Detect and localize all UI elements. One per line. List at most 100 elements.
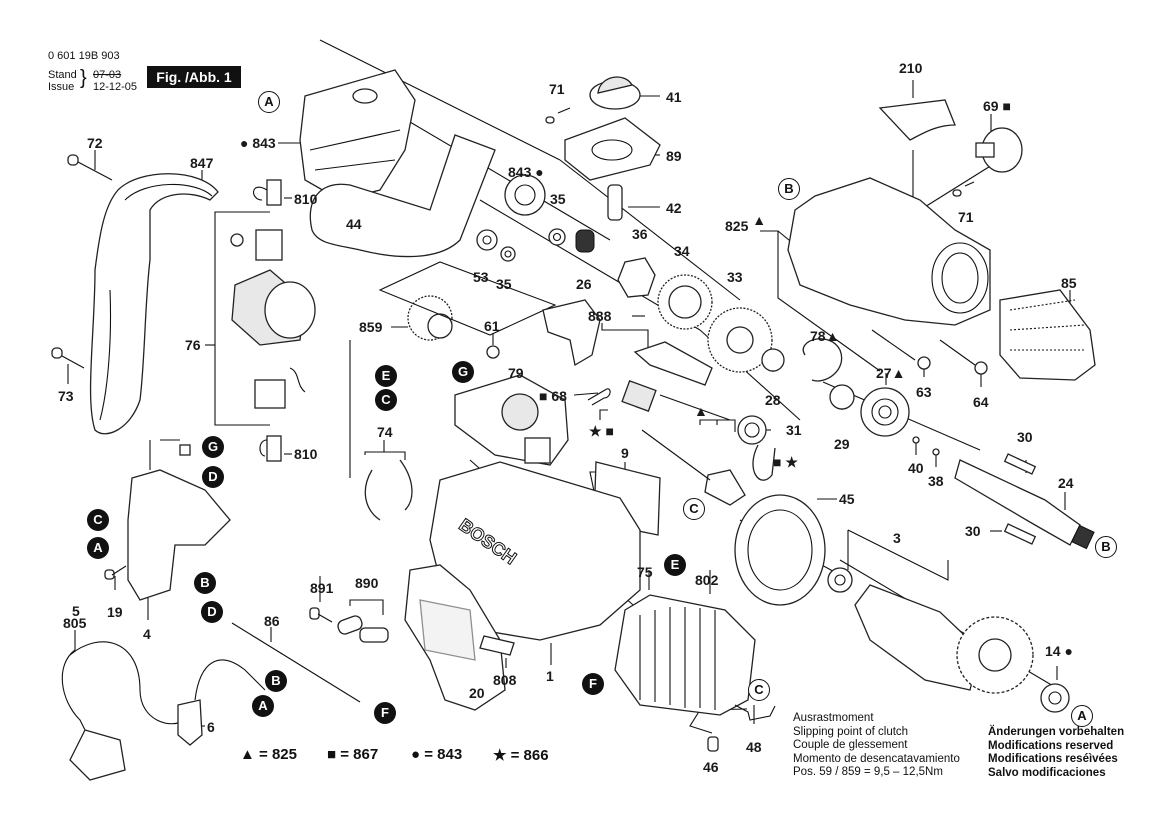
clutch-note-de: Ausrastmoment: [793, 712, 874, 724]
part-label-30-top: 30: [1017, 429, 1033, 445]
part-label-35-b: 35: [550, 191, 566, 207]
part-label-89: 89: [666, 148, 682, 164]
ring-28: [761, 348, 785, 372]
connector-A-bearing: A: [1071, 705, 1093, 727]
modifications-note: Änderungen vorbehalten Modifications res…: [988, 726, 1124, 780]
clutch-note-spec: Pos. 59 / 859 = 9,5 – 12,5Nm: [793, 766, 943, 778]
bearing-14: [1040, 683, 1070, 713]
circle-symbol: ●: [535, 164, 544, 180]
part-label-72: 72: [87, 135, 103, 151]
part-label-36: 36: [632, 226, 648, 242]
part-label-805: 805: [63, 615, 87, 631]
part-label-38: 38: [928, 473, 944, 489]
part-label-802: 802: [695, 572, 719, 588]
part-label-48: 48: [746, 739, 762, 755]
spring-pin-71b: [952, 181, 975, 197]
part-label-210: 210: [899, 60, 923, 76]
part-label-24: 24: [1058, 475, 1074, 491]
modifications-de: Änderungen vorbehalten: [988, 726, 1125, 738]
part-label-9: 9: [621, 445, 629, 461]
part-label-29: 29: [834, 436, 850, 452]
connector-B-cord: B: [265, 670, 287, 692]
part-label-68: ■ 68: [539, 388, 567, 404]
part-label-75: 75: [637, 564, 653, 580]
handle-shell-847: [89, 173, 219, 435]
figure-label: Fig. /Abb. 1: [147, 66, 241, 88]
part-label-6: 6: [207, 719, 215, 735]
symbol-triangle-rods: ▲: [694, 403, 708, 419]
part-label-5: 5: [72, 603, 80, 619]
part-label-3: 3: [893, 530, 901, 546]
legend-item-circle: ● = 843: [411, 746, 463, 763]
connector-C-trigger: C: [87, 509, 109, 531]
part-label-31-star-square: ■ ★: [773, 455, 798, 469]
square-symbol: ■: [773, 454, 782, 470]
gear-34: [657, 274, 713, 330]
connector-E-stator: E: [664, 554, 686, 576]
connector-F-wire: F: [374, 702, 396, 724]
part-label-73: 73: [58, 388, 74, 404]
planet-gear-859: [407, 295, 453, 341]
spindle-24: [954, 459, 1095, 550]
brace: }: [80, 67, 87, 89]
chuck-85: [999, 289, 1096, 381]
modifications-en: Modifications reserved: [988, 739, 1114, 752]
modifications-es: Salvo modificaciones: [988, 766, 1106, 779]
screw-19: [104, 565, 127, 580]
part-label-859: 859: [359, 319, 383, 335]
speed-switch-79: [454, 374, 569, 466]
part-label-19: 19: [107, 604, 123, 620]
connector-A-top: A: [258, 91, 280, 113]
part-label-33: 33: [727, 269, 743, 285]
part-label-79: 79: [508, 365, 524, 381]
issue-date: 12-12-05: [93, 81, 138, 93]
spring-26: [575, 229, 595, 253]
bearing-rear: [827, 567, 853, 593]
part-label-40: 40: [908, 460, 924, 476]
circlip-29: [829, 384, 855, 410]
selector-knob-41: [589, 76, 641, 110]
cam-36: [617, 257, 656, 298]
connector-G-trigger: G: [202, 436, 224, 458]
triangle-symbol: ▲: [752, 212, 767, 228]
stand-date-struck: 07-03: [93, 69, 122, 81]
part-label-28: 28: [765, 392, 781, 408]
clutch-843: [504, 174, 546, 216]
connector-C-baffle: C: [683, 498, 705, 520]
part-label-34: 34: [674, 243, 690, 259]
screw-891: [309, 607, 333, 623]
part-label-26: 26: [576, 276, 592, 292]
key-30b: [1003, 523, 1037, 545]
ring-61: [486, 345, 500, 359]
rail-888-b: [633, 341, 713, 386]
part-number: 0 601 19B 903: [48, 50, 120, 62]
part-label-14: 14 ●: [1045, 643, 1073, 659]
stand-label: Stand: [48, 69, 77, 81]
symbol-star-square: ★ ■: [589, 424, 614, 438]
part-label-890: 890: [355, 575, 379, 591]
part-label-30-bottom: 30: [965, 523, 981, 539]
star-symbol: ★: [589, 423, 602, 439]
square-symbol: ■: [539, 388, 548, 404]
clutch-note-fr: Couple de glessement: [793, 739, 908, 751]
armature-3: [854, 584, 1034, 694]
part-label-64: 64: [973, 394, 989, 410]
clip-74a: [364, 469, 381, 521]
connector-A-trigger: A: [87, 537, 109, 559]
part-label-85: 85: [1061, 275, 1077, 291]
square-symbol: ■: [1002, 98, 1011, 114]
spring-pin-71a: [545, 107, 571, 124]
gear-housing-825: [787, 177, 991, 326]
part-label-31: 31: [786, 422, 802, 438]
part-label-71-a: 71: [549, 81, 565, 97]
bolt-63: [871, 329, 931, 370]
part-label-76: 76: [185, 337, 201, 353]
part-label-45: 45: [839, 491, 855, 507]
connector-C-switch: C: [375, 389, 397, 411]
circlip-78: [802, 338, 843, 382]
connector-C-stator: C: [748, 679, 770, 701]
circle-symbol: ●: [240, 135, 249, 151]
pin-42: [607, 184, 623, 221]
part-label-20: 20: [469, 685, 485, 701]
